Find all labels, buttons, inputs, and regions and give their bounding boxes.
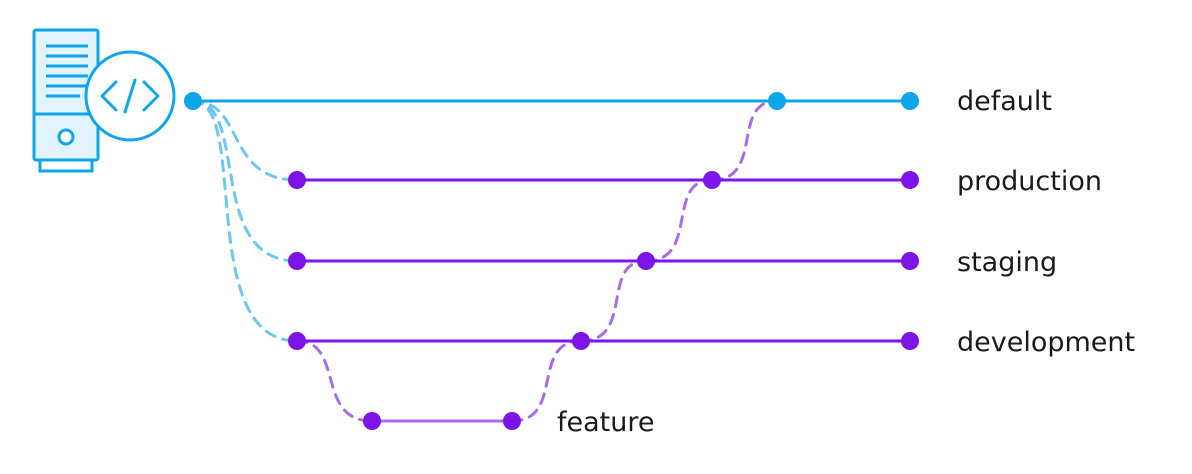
commit-node-default-end	[901, 92, 919, 110]
commit-node-production-merge	[703, 171, 721, 189]
commit-node-staging-merge	[637, 252, 655, 270]
commit-node-staging-start	[288, 252, 306, 270]
merge-production-to-default	[710, 99, 779, 182]
merge-feature-to-development	[510, 339, 583, 423]
merge-development-to-staging	[579, 259, 648, 343]
commit-node-production-end	[901, 171, 919, 189]
server-code-icon	[32, 28, 176, 173]
commit-nodes	[184, 92, 919, 430]
branch-label-development: development	[957, 327, 1135, 358]
branch-label-default: default	[957, 86, 1052, 117]
commit-node-development-start	[288, 332, 306, 350]
commit-node-feature-end	[503, 412, 521, 430]
merge-connectors	[295, 99, 779, 423]
branch-off-connectors	[191, 99, 299, 343]
branch-lines	[191, 99, 912, 423]
branch-labels: default production staging development f…	[557, 86, 1135, 438]
commit-node-default-origin	[184, 92, 202, 110]
branch-connector-production	[191, 99, 299, 182]
merge-staging-to-production	[644, 178, 714, 263]
feature-branch-connector	[295, 339, 374, 423]
branch-label-staging: staging	[957, 247, 1057, 278]
commit-node-feature-start	[363, 412, 381, 430]
commit-node-default-merge	[768, 92, 786, 110]
branch-connector-staging	[191, 99, 299, 263]
commit-node-staging-end	[901, 252, 919, 270]
branch-label-production: production	[957, 166, 1102, 197]
commit-node-development-end	[901, 332, 919, 350]
commit-node-development-merge	[572, 332, 590, 350]
branch-label-feature: feature	[557, 407, 654, 438]
commit-node-production-start	[288, 171, 306, 189]
branch-connector-development	[191, 99, 299, 343]
